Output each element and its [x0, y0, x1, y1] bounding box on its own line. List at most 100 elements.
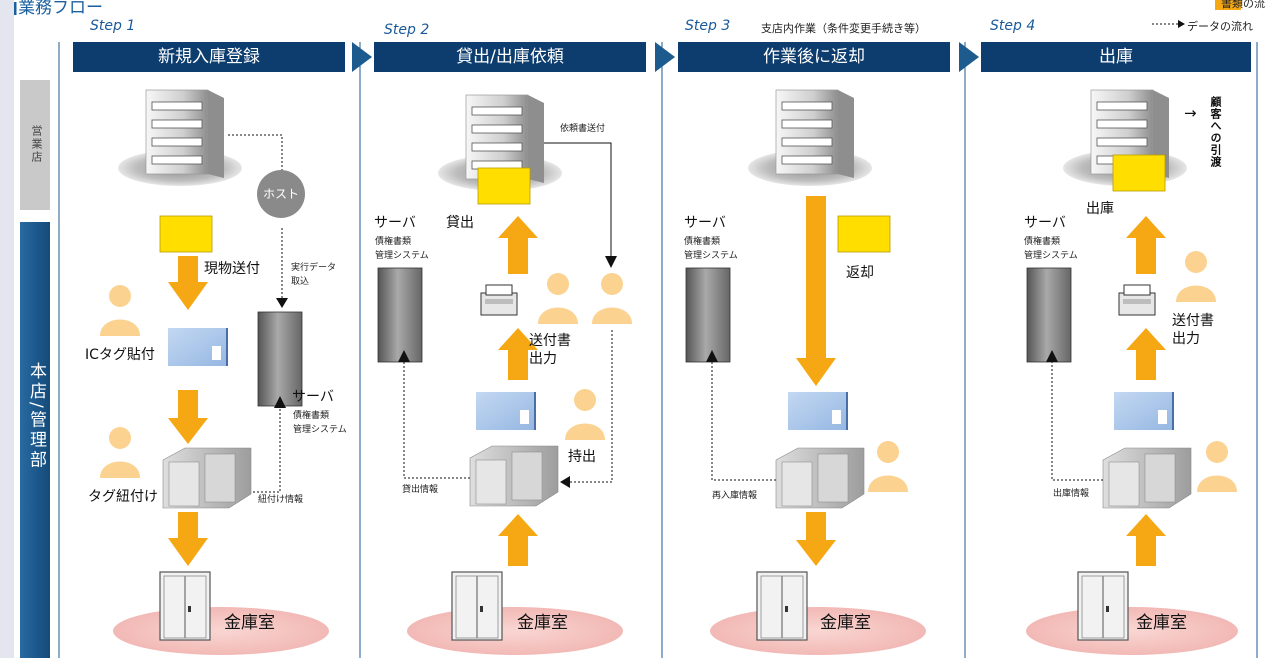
step3-vault-floor — [710, 607, 926, 655]
step2-shelf-icon — [469, 445, 559, 507]
step3-return-label: 返却 — [846, 265, 874, 281]
step1-number: Step 1 — [90, 18, 136, 34]
step1-person-ictag-icon — [100, 285, 140, 336]
step4-deliver-label: 顧客への引渡 — [1209, 96, 1222, 168]
step1-host-link — [228, 134, 283, 180]
step-chevron-1 — [352, 42, 372, 72]
step2-arrow-up2-icon — [498, 328, 538, 380]
step1-ic-document-icon — [168, 328, 228, 366]
step2-slip-label: 送付書 — [529, 333, 571, 349]
step4-arrow-up3-icon — [1126, 514, 1166, 566]
step1-bond-docs-label: 債権書類 — [293, 411, 330, 421]
step1-link-arrow-icon — [274, 396, 286, 408]
step4-server-label: サーバ — [1024, 215, 1066, 231]
step2-document-icon — [476, 392, 536, 430]
step2-request-line — [544, 142, 612, 256]
step1-ic-tag-label: ICタグ貼付 — [85, 347, 155, 363]
step4-number: Step 4 — [990, 18, 1036, 34]
step4-printer-icon — [1118, 284, 1156, 316]
step2-request-arrow-icon — [605, 256, 617, 268]
step2-server-tower-icon — [377, 267, 423, 363]
step1-exec-data-label: 実行データ — [291, 263, 337, 273]
step2-bond-docs-label: 債権書類 — [375, 237, 412, 247]
step3-bond-docs-label: 債権書類 — [684, 237, 721, 247]
step1-link-line — [253, 408, 281, 493]
step4-deliver-arrow-icon: → — [1184, 104, 1197, 122]
step2-carry-arrow-icon — [560, 476, 570, 488]
step2-lend-info-label: 貸出情報 — [402, 485, 439, 495]
step1-arrow-tag-icon — [168, 390, 208, 444]
step1-server-label: サーバ — [292, 389, 334, 405]
step-chevron-3 — [959, 42, 979, 72]
step4-slip-label: 送付書 — [1172, 313, 1214, 329]
step2-person-request-icon — [592, 273, 632, 324]
step1-tag-link-label: タグ紐付け — [88, 489, 158, 505]
step2-header: 貸出/出庫依頼 — [374, 42, 646, 72]
step4-cabinet-icon — [1077, 571, 1129, 641]
step1-branch-server-icon — [117, 89, 243, 187]
step4-document-icon — [1114, 392, 1174, 430]
step1-document-icon — [159, 215, 213, 253]
step4-mgmt-system-label: 管理システム — [1024, 251, 1078, 261]
step2-server-label: サーバ — [374, 215, 416, 231]
sidebar-branch-band — [20, 80, 50, 210]
step1-import-label: 取込 — [291, 277, 310, 287]
step4-ship-info-label: 出庫情報 — [1053, 489, 1090, 499]
step2-vault-floor — [407, 607, 623, 655]
step2-arrow-up1-icon — [498, 216, 538, 274]
step3-reentry-arrow-icon — [706, 350, 718, 362]
step1-arrow-vault-icon — [168, 512, 208, 566]
step4-arrow-up1-icon — [1126, 216, 1166, 274]
step2-output-label: 出力 — [529, 351, 557, 367]
step-chevron-2 — [655, 42, 675, 72]
sidebar-branch-label: 営業店 — [30, 125, 43, 164]
step1-shelf-icon — [162, 447, 252, 509]
step3-shelf-icon — [775, 447, 865, 509]
step4-ship-label: 出庫 — [1086, 201, 1114, 217]
step4-person-icon — [1197, 441, 1237, 492]
page-title-text: 業務フロー — [18, 0, 104, 18]
step3-return-document-icon — [837, 215, 891, 253]
step2-person-carry-icon — [565, 389, 605, 440]
step4-ship-info-arrow-icon — [1046, 350, 1058, 362]
legend-arrowhead-icon — [1178, 20, 1185, 28]
step4-ship-document-icon — [1112, 154, 1166, 192]
host-node: ホスト — [257, 170, 305, 218]
step1-arrow-send-icon — [168, 256, 208, 310]
step3-note: 支店内作業（条件変更手続き等） — [761, 22, 926, 35]
step1-cabinet-icon — [159, 571, 211, 641]
step2-printer-icon — [480, 284, 518, 316]
step1-link-info-label: 紐付け情報 — [258, 495, 304, 505]
legend-data-flow: データの流れ — [1187, 20, 1253, 33]
step3-arrow-return-icon — [796, 196, 836, 386]
step1-vault-floor — [113, 607, 329, 655]
step2-vault-label: 金庫室 — [517, 613, 568, 633]
step3-reentry-info-label: 再入庫情報 — [712, 491, 758, 501]
step3-branch-server-icon — [747, 89, 873, 187]
step3-mgmt-system-label: 管理システム — [684, 251, 738, 261]
step2-person-print-icon — [538, 273, 578, 324]
left-margin — [0, 0, 14, 658]
step1-import-arrow-icon — [276, 298, 288, 308]
legend-doc-flow: 書類の流れ — [1221, 0, 1265, 10]
step2-carry-line — [570, 330, 613, 483]
step2-request-send-label: 依頼書送付 — [560, 124, 606, 134]
step3-server-label: サーバ — [684, 215, 726, 231]
step4-vault-label: 金庫室 — [1136, 613, 1187, 633]
step2-lend-label: 貸出 — [446, 215, 474, 231]
step3-reentry-line — [711, 362, 776, 481]
step3-document-icon — [788, 392, 848, 430]
step3-number: Step 3 — [685, 18, 731, 34]
step3-person-icon — [868, 441, 908, 492]
step4-header: 出庫 — [981, 42, 1251, 72]
step1-vault-label: 金庫室 — [224, 613, 275, 633]
step4-bond-docs-label: 債権書類 — [1024, 237, 1061, 247]
step4-shelf-icon — [1102, 447, 1192, 509]
step3-vault-label: 金庫室 — [820, 613, 871, 633]
sidebar-hq-band — [20, 222, 50, 658]
step4-person-print-icon — [1176, 251, 1216, 302]
legend-orange-swatch — [1215, 0, 1241, 10]
step2-mgmt-system-label: 管理システム — [375, 251, 429, 261]
